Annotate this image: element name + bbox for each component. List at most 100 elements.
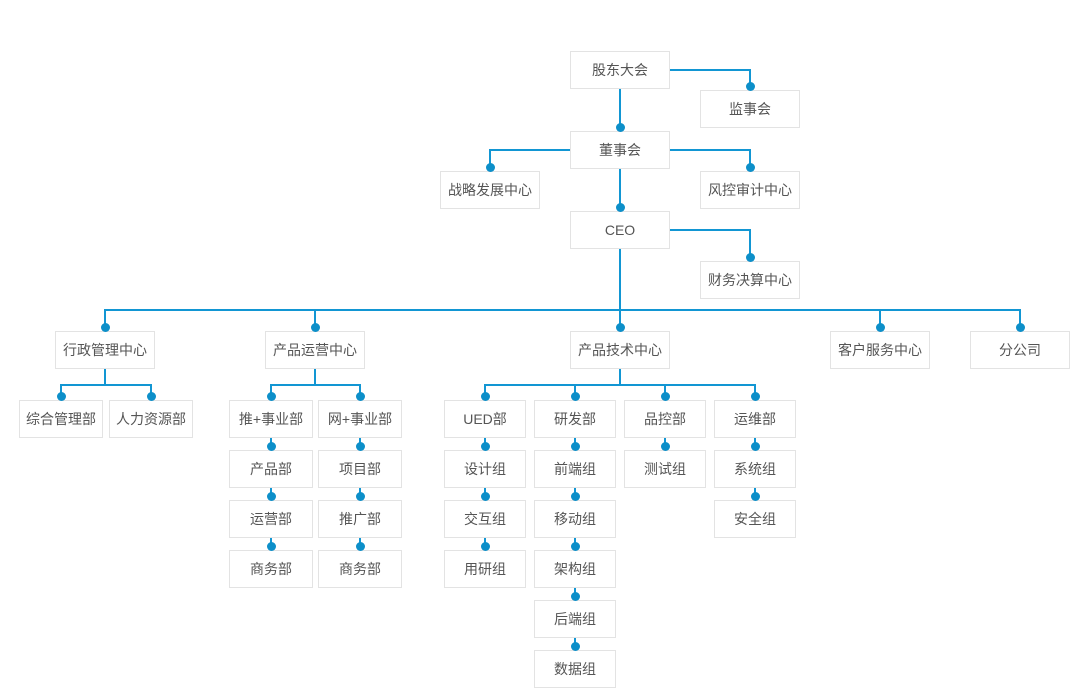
org-node-label: 安全组 — [734, 511, 776, 527]
org-node-operationsdept: 运营部 — [229, 500, 313, 538]
org-node-label: 推广部 — [339, 511, 381, 527]
org-node-productdept: 产品部 — [229, 450, 313, 488]
org-node-strategy: 战略发展中心 — [440, 171, 540, 209]
connector-dot — [267, 492, 276, 501]
org-node-projectdept: 项目部 — [318, 450, 402, 488]
org-node-label: 研发部 — [554, 411, 596, 427]
org-node-label: 产品部 — [250, 461, 292, 477]
org-node-risk: 风控审计中心 — [700, 171, 800, 209]
connector-line — [60, 384, 152, 386]
connector-line — [879, 309, 881, 331]
connector-dot — [571, 642, 580, 651]
connector-dot — [751, 392, 760, 401]
org-node-frontend: 前端组 — [534, 450, 616, 488]
org-node-label: 网+事业部 — [327, 411, 393, 427]
org-node-finance: 财务决算中心 — [700, 261, 800, 299]
org-node-label: 人力资源部 — [116, 411, 186, 427]
org-node-label: 行政管理中心 — [63, 342, 147, 358]
org-node-architecture: 架构组 — [534, 550, 616, 588]
org-node-security: 安全组 — [714, 500, 796, 538]
connector-dot — [616, 123, 625, 132]
org-node-producttech: 产品技术中心 — [570, 331, 670, 369]
org-node-label: 品控部 — [644, 411, 686, 427]
org-node-label: 移动组 — [554, 511, 596, 527]
org-node-label: 产品技术中心 — [578, 342, 662, 358]
connector-line — [749, 150, 751, 171]
connector-dot — [661, 442, 670, 451]
org-node-label: 股东大会 — [592, 62, 648, 78]
connector-line — [669, 69, 751, 71]
connector-dot — [746, 163, 755, 172]
connector-line — [484, 384, 756, 386]
connector-line — [619, 169, 621, 211]
connector-dot — [571, 442, 580, 451]
org-node-label: 监事会 — [729, 101, 771, 117]
connector-line — [749, 70, 751, 90]
org-node-label: UED部 — [463, 411, 507, 427]
connector-dot — [311, 323, 320, 332]
org-node-label: 数据组 — [554, 661, 596, 677]
connector-line — [270, 384, 361, 386]
org-node-label: 商务部 — [250, 561, 292, 577]
connector-dot — [571, 542, 580, 551]
connector-dot — [746, 253, 755, 262]
org-node-shareholders: 股东大会 — [570, 51, 670, 89]
connector-dot — [267, 442, 276, 451]
connector-line — [314, 369, 316, 385]
org-node-label: 战略发展中心 — [448, 182, 532, 198]
connector-dot — [101, 323, 110, 332]
org-node-label: 设计组 — [464, 461, 506, 477]
org-node-ued: UED部 — [444, 400, 526, 438]
org-node-supervisory: 监事会 — [700, 90, 800, 128]
connector-dot — [356, 492, 365, 501]
org-node-label: 测试组 — [644, 461, 686, 477]
org-node-label: 董事会 — [599, 142, 641, 158]
org-node-label: 风控审计中心 — [708, 182, 792, 198]
connector-dot — [481, 542, 490, 551]
org-node-ceo: CEO — [570, 211, 670, 249]
connector-dot — [147, 392, 156, 401]
connector-dot — [746, 82, 755, 91]
connector-dot — [571, 392, 580, 401]
org-node-promotiondept: 推广部 — [318, 500, 402, 538]
org-node-label: CEO — [604, 222, 636, 238]
org-node-qc: 品控部 — [624, 400, 706, 438]
connector-dot — [356, 392, 365, 401]
org-node-label: 运维部 — [734, 411, 776, 427]
connector-line — [749, 230, 751, 261]
org-node-businessdept2: 商务部 — [318, 550, 402, 588]
org-node-testing: 测试组 — [624, 450, 706, 488]
org-node-board: 董事会 — [570, 131, 670, 169]
org-node-label: 推+事业部 — [238, 411, 304, 427]
org-node-datagroup: 数据组 — [534, 650, 616, 688]
org-node-hr: 人力资源部 — [109, 400, 193, 438]
connector-line — [619, 89, 621, 131]
org-node-backend: 后端组 — [534, 600, 616, 638]
org-node-label: 前端组 — [554, 461, 596, 477]
connector-line — [104, 309, 1021, 311]
connector-line — [669, 149, 751, 151]
org-node-label: 后端组 — [554, 611, 596, 627]
org-node-label: 产品运营中心 — [273, 342, 357, 358]
connector-line — [489, 150, 491, 171]
org-node-system: 系统组 — [714, 450, 796, 488]
org-node-userresearch: 用研组 — [444, 550, 526, 588]
connector-dot — [571, 592, 580, 601]
connector-line — [619, 309, 621, 331]
connector-dot — [751, 442, 760, 451]
org-node-admin: 行政管理中心 — [55, 331, 155, 369]
connector-dot — [267, 542, 276, 551]
org-node-customerservice: 客户服务中心 — [830, 331, 930, 369]
connector-dot — [486, 163, 495, 172]
connector-line — [314, 309, 316, 331]
org-node-label: 用研组 — [464, 561, 506, 577]
connector-line — [619, 249, 621, 310]
connector-line — [619, 369, 621, 385]
org-node-label: 财务决算中心 — [708, 272, 792, 288]
connector-dot — [356, 542, 365, 551]
connector-dot — [751, 492, 760, 501]
org-node-label: 分公司 — [999, 342, 1041, 358]
org-node-label: 项目部 — [339, 461, 381, 477]
org-node-label: 系统组 — [734, 461, 776, 477]
